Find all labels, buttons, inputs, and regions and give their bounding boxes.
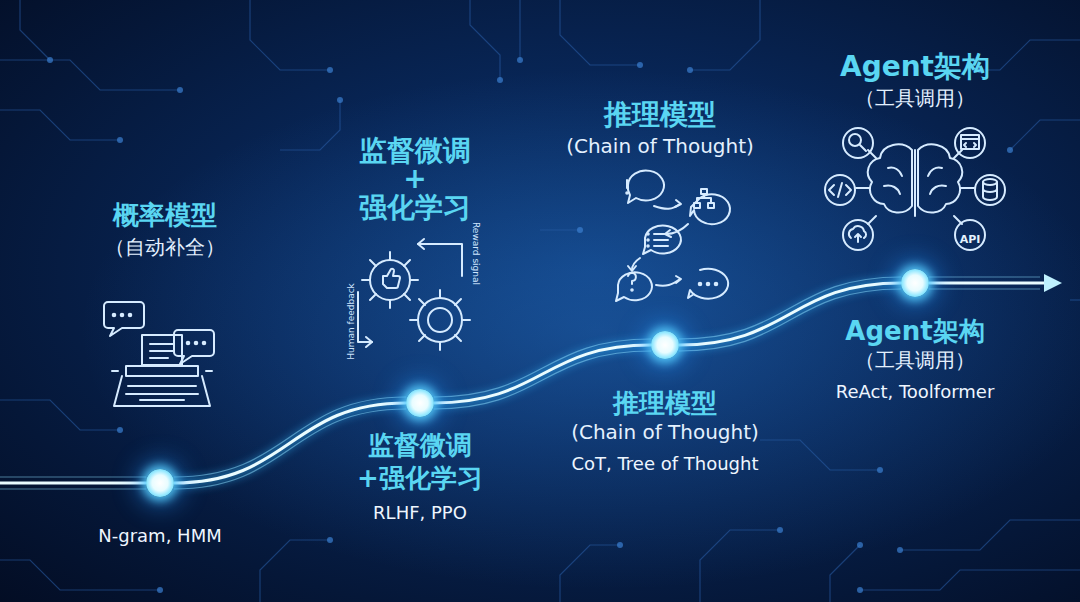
stage-subtitle: (Chain of Thought) — [566, 134, 754, 159]
stage-title: 概率模型 — [113, 199, 217, 232]
path-lead-in — [0, 477, 146, 489]
label-slot: （自动补全） — [105, 235, 225, 260]
stage-title: +强化学习 — [357, 462, 483, 495]
gears-feedback-icon — [358, 239, 470, 350]
label-slot: Agent架构 — [840, 49, 990, 84]
stage-title: 强化学习 — [359, 190, 471, 225]
example-methods: ReAct, Toolformer — [836, 381, 995, 404]
stage-title: + — [403, 161, 426, 196]
label-slot: Human feedback — [338, 284, 357, 361]
ambient-glow — [80, 70, 1080, 590]
stage-title: Agent架构 — [836, 315, 995, 348]
label-slot: （工具调用） — [855, 86, 975, 111]
milestone-node: Agent架构（工具调用）ReAct, Toolformer — [901, 269, 929, 297]
icon-caption: Human feedback — [345, 284, 356, 361]
circuit-dots — [47, 57, 1013, 593]
stage-title: 推理模型 — [571, 387, 759, 420]
label-slot: (Chain of Thought) — [566, 134, 754, 159]
milestone-node: N-gram, HMM — [146, 469, 174, 497]
example-methods: RLHF, PPO — [357, 502, 483, 525]
label-slot: 概率模型 — [113, 199, 217, 232]
stage-title: 监督微调 — [357, 429, 483, 462]
reasoning-flow-icon — [616, 171, 730, 301]
stage-title: Agent架构 — [840, 49, 990, 84]
milestone-node: 监督微调+强化学习RLHF, PPO — [406, 389, 434, 417]
milestone-node: 推理模型(Chain of Thought)CoT, Tree of Thoug… — [651, 331, 679, 359]
label-slot: Reward signal — [469, 222, 488, 285]
path-lead-out-arrow — [929, 274, 1062, 292]
label-slot: 强化学习 — [359, 190, 471, 225]
milestone-text: Agent架构（工具调用） ReAct, Toolformer — [836, 315, 995, 403]
stage-title: (Chain of Thought) — [571, 420, 759, 445]
stage-title: 推理模型 — [604, 97, 716, 132]
stage-title: （工具调用） — [836, 348, 995, 373]
label-slot: API — [960, 228, 981, 247]
typewriter-icon — [104, 302, 214, 406]
example-methods: CoT, Tree of Thought — [571, 453, 759, 476]
stage-subtitle: （自动补全） — [105, 235, 225, 260]
label-slot: 推理模型 — [604, 97, 716, 132]
milestone-text: 推理模型(Chain of Thought) CoT, Tree of Thoug… — [571, 387, 759, 475]
milestone-text: N-gram, HMM — [98, 517, 221, 548]
example-methods: N-gram, HMM — [98, 525, 221, 548]
stage-subtitle: （工具调用） — [855, 86, 975, 111]
label-slot: + — [403, 161, 426, 196]
icon-label: API — [960, 233, 981, 247]
agent-brain-icon — [825, 128, 1005, 250]
icon-caption: Reward signal — [469, 222, 480, 285]
milestone-text: 监督微调+强化学习 RLHF, PPO — [357, 429, 483, 525]
